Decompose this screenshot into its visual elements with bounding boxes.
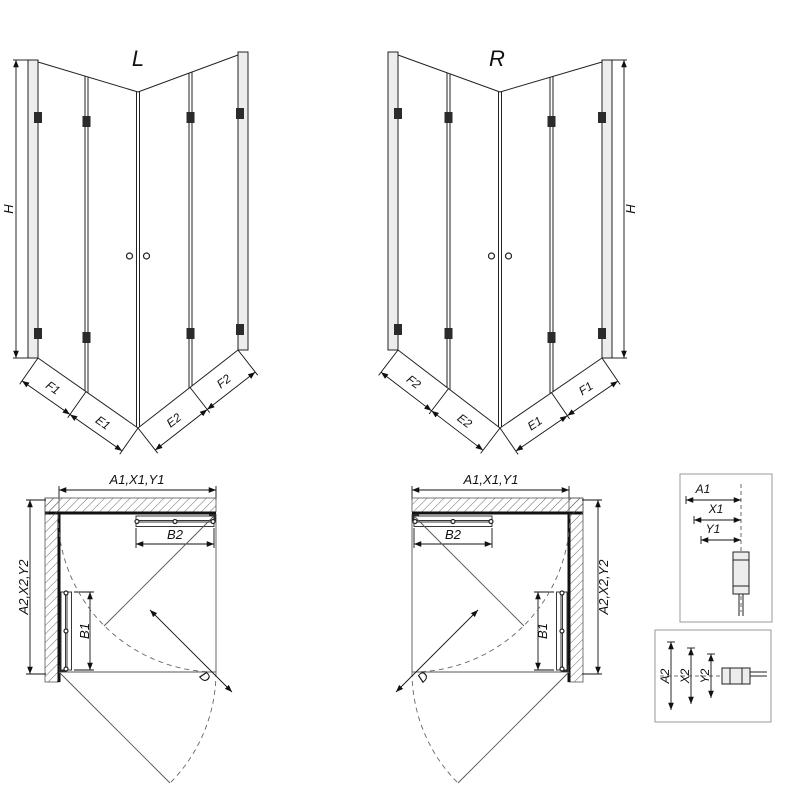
top-wall-plan-left: [44, 497, 217, 515]
b1-dimension-plan-right: B1: [534, 591, 554, 671]
height-dimension-left-view: H: [1, 59, 28, 359]
height-dim-label-left: H: [1, 204, 16, 214]
dim-label-e1-left: E1: [93, 413, 113, 433]
folded-door-top-plan-left: [134, 515, 216, 527]
bottom-dimensions-left-side-r: F2 E2: [378, 349, 501, 454]
glass-panels-right-view: [397, 54, 603, 429]
detail-x1-label: X1: [708, 502, 724, 516]
bottom-dimensions-left-side: F1 E1: [19, 357, 139, 455]
plan-left-b1-label: B1: [77, 623, 92, 639]
bottom-dimensions-right-side: E2 F2: [137, 349, 259, 454]
dim-label-f2-left: F2: [214, 371, 234, 391]
door-swing-plan-left: [57, 513, 217, 784]
dim-label-f1-left: F1: [43, 378, 63, 398]
detail-view-width: A1 X1 Y1: [679, 473, 773, 623]
wall-profiles-left-view: [27, 51, 249, 359]
detail-x2-label: X2: [678, 668, 692, 684]
height-dim-label-right: H: [623, 204, 638, 214]
depth-dimension-plan-right: A2,X2,Y2: [582, 499, 611, 675]
door-knobs-right-view: [487, 252, 513, 260]
diagonal-dimension-plan-right: D: [395, 609, 479, 693]
b2-dimension-plan-right: B2: [413, 527, 493, 548]
dim-label-f1-right: F1: [576, 379, 595, 398]
side-wall-plan-right: [567, 497, 584, 683]
detail-y1-label: Y1: [706, 522, 721, 536]
plan-right-b1-label: B1: [535, 623, 550, 639]
folded-door-side-plan-right: [556, 590, 568, 672]
variant-label-l: L: [132, 46, 144, 71]
hinges-left-view: [34, 108, 244, 343]
b2-dimension-plan-left: B2: [135, 527, 215, 548]
dim-label-e1-right: E1: [525, 414, 545, 434]
hinges-right-view: [394, 108, 606, 343]
plan-view-left: A1,X1,Y1 B2: [16, 472, 233, 784]
door-knobs-left-view: [125, 252, 151, 260]
plan-right-width-label: A1,X1,Y1: [463, 472, 519, 487]
width-dimension-plan-left: A1,X1,Y1: [58, 472, 217, 500]
depth-dimension-plan-left: A2,X2,Y2: [16, 499, 46, 675]
plan-left-depth-label: A2,X2,Y2: [16, 559, 31, 616]
plan-left-width-label: A1,X1,Y1: [109, 472, 165, 487]
dim-label-e2-right: E2: [455, 411, 475, 431]
plan-right-depth-label: A2,X2,Y2: [596, 559, 611, 616]
plan-left-b2-label: B2: [167, 527, 184, 542]
b1-dimension-plan-left: B1: [74, 591, 94, 671]
diagonal-dimension-plan-left: D: [149, 609, 233, 693]
dim-label-f2-right: F2: [404, 372, 424, 392]
detail-y2-label: Y2: [698, 668, 712, 683]
width-dimension-plan-right: A1,X1,Y1: [411, 472, 570, 500]
height-dimension-right-view: H: [612, 59, 638, 359]
profile-section-vertical: [732, 551, 750, 616]
variant-label-r: R: [489, 46, 505, 71]
glass-panels-left-view: [37, 54, 239, 429]
detail-a2-label: A2: [658, 668, 672, 684]
door-swing-plan-right: [411, 513, 571, 784]
plan-right-b2-label: B2: [445, 527, 462, 542]
plan-view-right: A1,X1,Y1 B2: [395, 472, 611, 784]
detail-view-depth: A2 X2 Y2: [654, 629, 772, 723]
detail-a1-label: A1: [695, 482, 711, 496]
profile-section-horizontal: [721, 667, 767, 685]
top-wall-plan-right: [411, 497, 584, 515]
wall-profiles-right-view: [387, 51, 613, 359]
iso-view-right: R: [378, 46, 638, 455]
dim-label-e2-left: E2: [164, 410, 184, 430]
bottom-dimensions-right-side-r: E1 F1: [499, 357, 621, 455]
folded-door-top-plan-right: [412, 515, 494, 527]
iso-view-left: L: [1, 46, 259, 455]
folded-door-side-plan-left: [60, 590, 72, 672]
side-wall-plan-left: [44, 497, 61, 683]
